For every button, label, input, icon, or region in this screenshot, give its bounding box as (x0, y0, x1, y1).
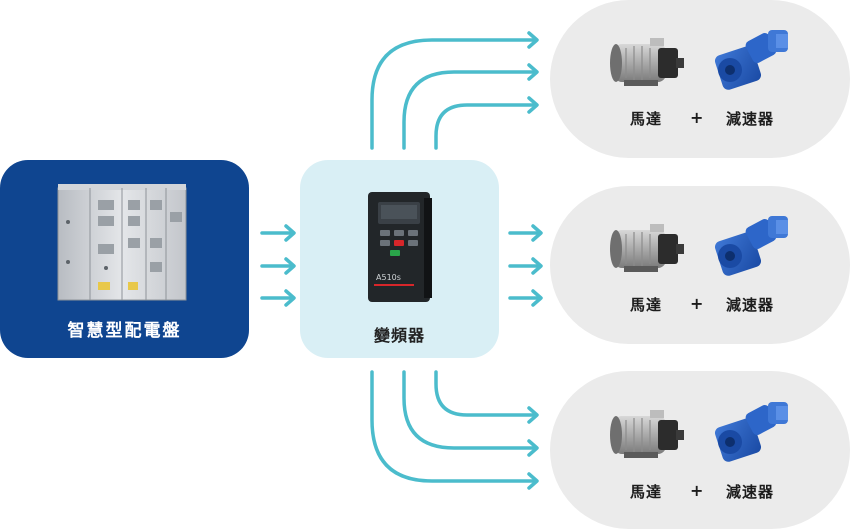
connectors-to-group-1 (370, 31, 539, 150)
plus-label-2: + (690, 294, 705, 313)
inverter-model-text: A510s (376, 273, 401, 282)
arrow-right-icon (508, 224, 543, 242)
motor-label-1: 馬達 (630, 110, 663, 128)
motor-reducer-pair (610, 30, 788, 90)
motor-group-3 (550, 371, 850, 529)
motor-icon (610, 38, 684, 86)
gear-reducer-icon (714, 30, 788, 90)
arrow-right-icon (508, 257, 543, 275)
reducer-label-3: 減速器 (726, 483, 775, 501)
control-panel-label: 智慧型配電盤 (67, 321, 182, 341)
motor-reducer-icons (609, 30, 789, 464)
inverter-label: 變頻器 (373, 326, 425, 345)
reducer-label-2: 減速器 (726, 296, 775, 314)
arrows-panel-to-inverter (260, 224, 296, 307)
electrical-cabinet-icon (57, 184, 187, 301)
inverter-device-icon: A510s (368, 192, 432, 302)
reducer-label-1: 減速器 (726, 110, 775, 128)
motor-label-2: 馬達 (630, 296, 663, 314)
plus-label-1: + (690, 108, 705, 127)
motor-group-2 (550, 186, 850, 344)
connectors-to-group-3 (370, 370, 539, 490)
arrow-right-icon (260, 224, 296, 242)
arrow-right-icon (508, 289, 543, 307)
arrow-right-icon (260, 257, 296, 275)
arrows-inverter-to-group-2 (508, 224, 543, 307)
arrow-right-icon (260, 289, 296, 307)
plus-label-3: + (690, 481, 705, 500)
motor-label-3: 馬達 (630, 483, 663, 501)
motor-group-1 (550, 0, 850, 158)
